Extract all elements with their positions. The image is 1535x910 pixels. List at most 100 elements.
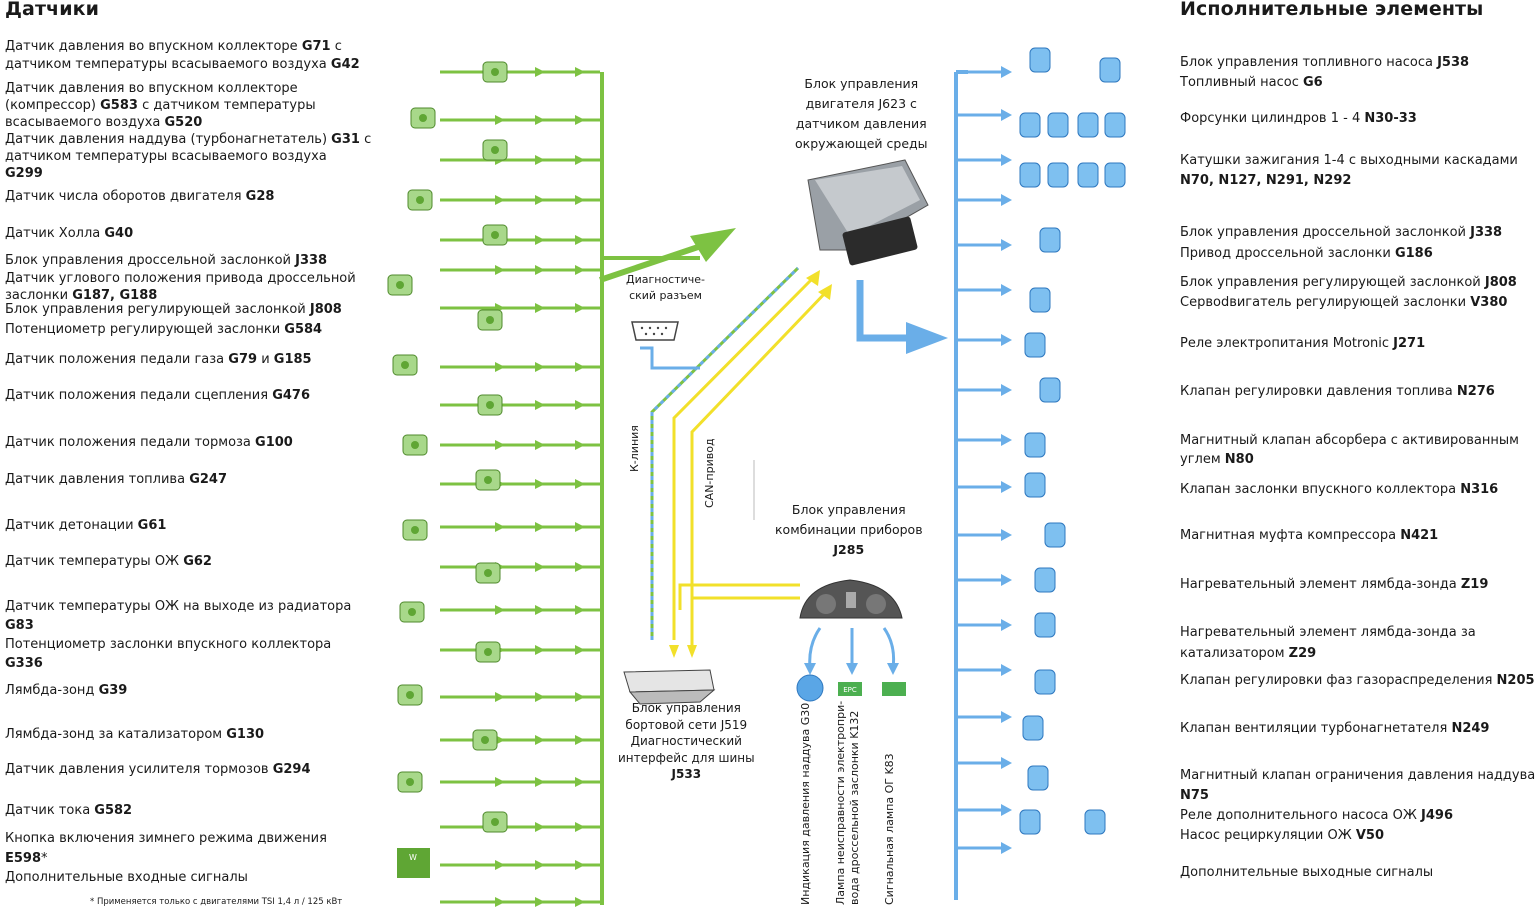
svg-text:W: W — [409, 853, 417, 862]
can-bus-wires — [669, 270, 832, 658]
sensor-arrow — [535, 362, 545, 372]
sensor-icon — [482, 224, 508, 246]
sensor-icon — [477, 394, 503, 416]
diagnostic-connector — [631, 321, 679, 341]
sensor-label-text: G100 — [255, 435, 293, 450]
actuator-label-text: Форсунки цилиндров 1 - 4 — [1180, 111, 1365, 126]
sensor-icon — [472, 729, 498, 751]
actuator-label-text: Реле электропитания Motronic — [1180, 336, 1394, 351]
sensor-label-12: заслонки G187, G188 — [5, 287, 157, 305]
onboard-network-unit — [623, 669, 716, 705]
sensor-icon — [475, 562, 501, 584]
boost-gauge-icon — [796, 674, 824, 702]
sensor-label-11: Датчик углового положения привода дроссе… — [5, 270, 356, 288]
actuator-label-6: Привод дроссельной заслонки G186 — [1180, 245, 1433, 263]
sensor-label-14: Потенциометр регулирующей заслонки G584 — [5, 321, 322, 339]
sensor-label-text: Датчик положения педали сцепления — [5, 388, 273, 403]
sensor-icon — [477, 309, 503, 331]
sensor-label-17: Датчик положения педали тормоза G100 — [5, 434, 293, 452]
sensor-label-text: G130 — [226, 727, 265, 742]
sensor-arrow — [535, 155, 545, 165]
sensor-label-text: с датчиком температуры — [137, 98, 316, 113]
actuator-label-text: J538 — [1437, 55, 1470, 70]
actuator-label-text: N75 — [1180, 788, 1209, 803]
k-line-wire — [640, 266, 800, 640]
actuator-label-21: N75 — [1180, 787, 1209, 805]
actuator-label-9: Реле электропитания Motronic J271 — [1180, 335, 1425, 353]
sensor-label-text: G62 — [183, 554, 212, 569]
sensor-label-10: Блок управления дроссельной заслонкой J3… — [5, 252, 327, 270]
sensor-arrow — [535, 67, 545, 77]
sensor-arrow — [575, 67, 585, 77]
sensor-arrow — [535, 303, 545, 313]
sensor-icon — [392, 354, 418, 376]
ecu-to-actuator-arrow — [906, 322, 948, 354]
sensor-arrow — [575, 362, 585, 372]
winter-mode-button: W — [397, 848, 430, 878]
sensor-label-text: Датчик температуры ОЖ — [5, 554, 184, 569]
actuator-label-text: V50 — [1355, 828, 1384, 843]
actuator-label-8: Сервodвигатель регулирующей заслонки V38… — [1180, 294, 1507, 312]
sensor-label-text: заслонки — [5, 288, 73, 303]
sensor-arrow — [535, 235, 545, 245]
actuator-label-text: N421 — [1400, 528, 1439, 543]
sensor-arrow — [535, 400, 545, 410]
sensor-icon — [402, 519, 428, 541]
sensor-arrow — [495, 440, 505, 450]
sensor-arrow — [495, 605, 505, 615]
actuator-label-text: Нагревательный элемент лямбда-зонда за — [1180, 625, 1476, 640]
sensor-arrow — [575, 400, 585, 410]
sensor-icon — [407, 189, 433, 211]
cluster-output-wires: EPC — [796, 627, 906, 702]
actuator-label-text: Нагревательный элемент лямбда-зонда — [1180, 577, 1461, 592]
sensor-label-text: Датчик детонации — [5, 518, 138, 533]
actuator-label-text: Клапан регулировки фаз газораспределения — [1180, 673, 1497, 688]
sensor-arrow — [495, 692, 505, 702]
indicator-label-epc-2: вода дроссельной заслонки K132 — [848, 710, 861, 905]
footnote: * Применяется только с двигателями TSI 1… — [90, 897, 343, 907]
actuator-label-text: N249 — [1451, 721, 1490, 736]
actuator-label-text: V380 — [1470, 295, 1508, 310]
sensor-arrow — [575, 692, 585, 702]
sensor-label-text: и — [257, 352, 274, 367]
indicator-label-exhaust: Сигнальная лампа ОГ K83 — [883, 753, 896, 905]
sensor-label-8: Датчик числа оборотов двигателя G28 — [5, 188, 274, 206]
sensor-arrow — [575, 195, 585, 205]
actuator-arrow — [1001, 529, 1012, 541]
sensor-label-29: Кнопка включения зимнего режима движения — [5, 830, 327, 848]
actuator-arrow — [1001, 239, 1012, 251]
sensor-arrow — [575, 235, 585, 245]
actuator-label-text: J271 — [1393, 336, 1426, 351]
sensor-label-18: Датчик давления топлива G247 — [5, 471, 227, 489]
sensor-arrow — [535, 265, 545, 275]
sensor-arrow — [575, 822, 585, 832]
sensor-label-text: G584 — [284, 322, 323, 337]
sensor-label-text: G520 — [164, 115, 203, 130]
sensor-label-text: G476 — [272, 388, 310, 403]
sensor-label-15: Датчик положения педали газа G79 и G185 — [5, 351, 312, 369]
actuator-icon — [1104, 162, 1126, 188]
sensor-label-1: датчиком температуры всасываемого воздух… — [5, 56, 360, 74]
sensor-signal-bus — [599, 72, 736, 905]
sensor-arrow — [495, 195, 505, 205]
sensor-label-text: G247 — [189, 472, 227, 487]
sensor-label-20: Датчик температуры ОЖ G62 — [5, 553, 212, 571]
sensor-label-text: (компрессор) — [5, 98, 101, 113]
actuator-arrow — [1001, 384, 1012, 396]
sensor-label-text: Датчик положения педали газа — [5, 352, 229, 367]
sensor-arrow — [495, 777, 505, 787]
actuator-icon — [1024, 332, 1046, 358]
sensor-label-text: Датчик углового положения привода дроссе… — [5, 271, 356, 286]
actuator-icon — [1034, 567, 1056, 593]
actuator-label-text: N316 — [1460, 482, 1499, 497]
sensor-label-text: Датчик давления топлива — [5, 472, 190, 487]
actuator-label-24: Дополнительные выходные сигналы — [1180, 864, 1433, 882]
sensor-icon — [397, 684, 423, 706]
sensor-icon — [402, 434, 428, 456]
actuator-icon — [1029, 47, 1051, 73]
sensor-label-4: всасываемого воздуха G520 — [5, 114, 202, 132]
sensor-label-text: Датчик числа оборотов двигателя — [5, 189, 246, 204]
actuator-icon — [1047, 162, 1069, 188]
sensor-label-22: G83 — [5, 617, 34, 635]
actuator-arrow — [1001, 194, 1012, 206]
